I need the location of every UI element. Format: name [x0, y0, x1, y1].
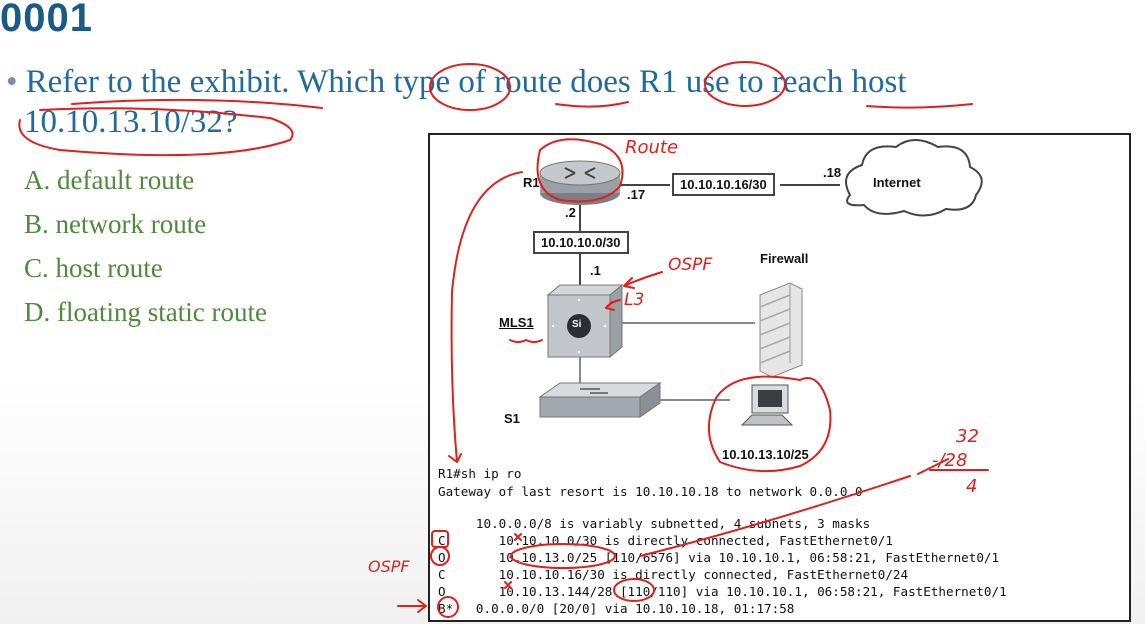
slide-title: 0001 — [0, 0, 93, 40]
ink-calc-4: 4 — [966, 476, 978, 497]
firewall-icon — [759, 282, 803, 378]
pc-icon — [740, 384, 794, 426]
option-a[interactable]: A. default route — [24, 158, 267, 202]
route-line: 10.10.10.16/30 is directly connected, Fa… — [438, 567, 909, 582]
mls-label: MLS1 — [499, 315, 534, 330]
option-d[interactable]: D. floating static route — [24, 290, 267, 334]
option-text: floating static route — [57, 297, 267, 327]
route-line: 10.10.13.144/28 [110/110] via 10.10.10.1… — [438, 584, 1007, 599]
cloud-icon — [845, 139, 983, 217]
option-c[interactable]: C. host route — [24, 246, 267, 290]
option-text: host route — [55, 253, 163, 283]
ink-note-router: Route — [625, 137, 679, 158]
option-text: network route — [55, 209, 207, 239]
option-b[interactable]: B. network route — [24, 202, 267, 246]
router-label: R1 — [523, 175, 540, 190]
multilayer-switch-icon — [546, 283, 624, 359]
option-letter: C. — [24, 253, 49, 283]
si-label: Si — [572, 319, 582, 330]
host-ip-label: 10.10.13.10/25 — [722, 447, 809, 462]
switch-icon — [538, 382, 662, 418]
question-line-1: Refer to the exhibit. Which type of rout… — [25, 64, 907, 100]
subnet-box: 10.10.10.16/30 — [672, 173, 775, 196]
ink-calc-32: 32 — [956, 426, 979, 447]
answer-options: A. default route B. network route C. hos… — [24, 158, 267, 334]
subnet-box: 10.10.10.0/30 — [533, 231, 629, 254]
question-text: •Refer to the exhibit. Which type of rou… — [6, 62, 1106, 142]
ink-note-ospf-side: OSPF — [368, 557, 410, 576]
interface-label: .2 — [565, 205, 576, 220]
interface-label: .17 — [627, 187, 646, 202]
ink-arrow-default — [397, 599, 427, 613]
switch-label: S1 — [504, 411, 520, 426]
router-icon — [539, 160, 621, 205]
exhibit-panel: R1 .17 10.10.10.16/30 .18 Internet .2 10… — [428, 133, 1131, 622]
route-line: 10.10.13.0/25 [110/6576] via 10.10.10.1,… — [438, 550, 1000, 565]
option-letter: A. — [24, 165, 51, 195]
option-letter: B. — [24, 209, 49, 239]
option-text: default route — [57, 165, 195, 195]
route-code: C — [438, 567, 446, 582]
cli-gateway: Gateway of last resort is 10.10.10.18 to… — [438, 484, 863, 499]
route-line: 0.0.0.0/0 [20/0] via 10.10.10.18, 01:17:… — [438, 601, 795, 616]
route-code: O — [438, 584, 446, 599]
option-letter: D. — [24, 297, 51, 327]
route-line: 10.10.10.0/30 is directly connected, Fas… — [438, 533, 893, 548]
cli-summary: 10.0.0.0/8 is variably subnetted, 4 subn… — [438, 516, 871, 531]
ink-note-ospf: OSPF — [668, 255, 713, 275]
ink-calc-28: -/28 — [932, 450, 968, 471]
interface-label: .1 — [590, 263, 601, 278]
interface-label: .18 — [823, 165, 842, 180]
question-line-2: 10.10.13.10/32? — [24, 104, 238, 140]
firewall-label: Firewall — [760, 251, 809, 266]
cli-prompt: R1#sh ip ro — [438, 466, 522, 481]
topology-diagram — [538, 139, 983, 426]
bullet: • — [6, 64, 18, 100]
internet-label: Internet — [873, 175, 921, 190]
ink-note-l3: L3 — [624, 290, 645, 310]
